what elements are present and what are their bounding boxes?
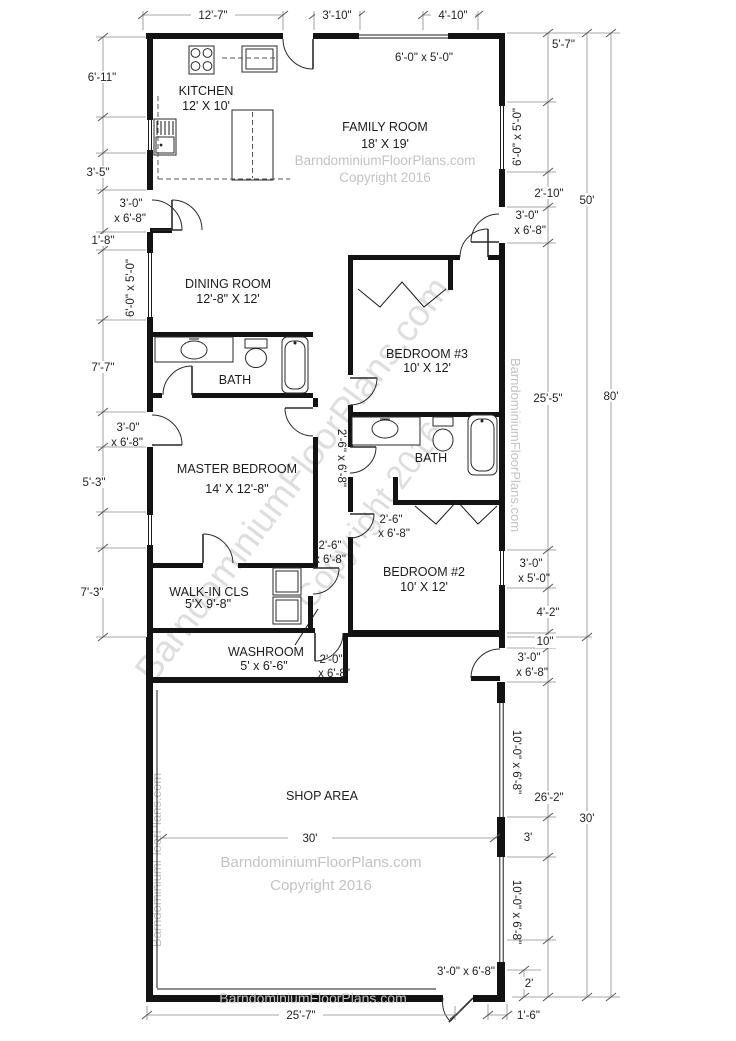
watermark-bottom-wall: BarndominiumFloorPlans.com [219, 990, 407, 1006]
dim-bottom-1-6: 1'-6" [517, 1010, 540, 1022]
stove-icon [188, 45, 215, 75]
dim-top-4-10: 4'-10" [438, 10, 467, 22]
fixtures [153, 45, 498, 646]
door-label-shop-l2: x 6'-8" [516, 667, 548, 679]
dim-right-3ft: 3' [524, 832, 533, 844]
dim-bottom-25-7: 25'-7" [286, 1010, 315, 1022]
room-washroom-size: 5' x 6'-6" [240, 659, 287, 673]
room-closet-name: WALK-IN CLS [169, 585, 248, 599]
washroom-leader-line [294, 608, 319, 646]
dim-left-7-3: 7'-3" [81, 587, 104, 599]
room-bath2-name: BATH [415, 451, 447, 465]
room-closet-size: 5'X 9'-8" [185, 597, 231, 611]
dim-left-5-3: 5'-3" [83, 477, 106, 489]
door-label-closet-l1: 2'-6" [319, 540, 342, 552]
door-label-bottom: 3'-0" x 6'-8" [437, 966, 495, 978]
bath1-tub-icon [281, 336, 309, 394]
room-family-size: 18' X 19' [361, 137, 409, 151]
doors [151, 38, 501, 1023]
dim-right-5-7: 5'-7" [552, 39, 575, 51]
door-label-shop-l1: 3'-0" [518, 652, 541, 664]
opening-labels: 6'-0" x 5'-0" 6'-0" x 5'-0" 6'-0" x 5'-0… [111, 52, 550, 978]
bath2-toilet-icon [432, 416, 454, 452]
dim-right-2ft: 2' [525, 978, 534, 990]
window-label-shop-upper: 10'-0" x 6'-8" [510, 730, 522, 794]
label-backgrounds [75, 9, 623, 1021]
door-label-family-l2: x 6'-8" [514, 225, 546, 237]
room-family-name: FAMILY ROOM [342, 120, 428, 134]
window-label-top: 6'-0" x 5'-0" [395, 52, 453, 64]
room-dining-size: 12'-8" X 12' [196, 292, 259, 306]
room-master-size: 14' X 12'-8" [205, 482, 268, 496]
room-bedroom2-size: 10' X 12' [400, 580, 448, 594]
door-label-bedroom2-l2: x 6'-8" [378, 528, 410, 540]
window-label-bedroom2-l2: x 5'-0" [518, 573, 550, 585]
room-bedroom2-name: BEDROOM #2 [383, 565, 465, 579]
watermark-right-vertical: BarndominiumFloorPlans.com [508, 358, 523, 532]
watermark-shop-line1: BarndominiumFloorPlans.com [221, 854, 422, 871]
bath1-sink-icon [154, 336, 234, 363]
dim-left-6-11: 6'-11" [88, 72, 116, 84]
door-label-bedroom2-l1: 2'-6" [380, 514, 403, 526]
kitchen-island [231, 109, 274, 181]
washer-dryer-icon [272, 567, 302, 625]
dim-left-3-5: 3'-5" [87, 167, 110, 179]
room-shop-name: SHOP AREA [286, 789, 359, 803]
window-label-right: 6'-0" x 5'-0" [512, 108, 524, 166]
walls [146, 33, 505, 1002]
dim-top-12-7: 12'-7" [198, 10, 227, 22]
door-label-washroom-l1: 2'-0" [320, 654, 343, 666]
room-bedroom3-name: BEDROOM #3 [386, 347, 468, 361]
door-label-left-kitchen-l2: x 6'-8" [114, 213, 146, 225]
dim-right-4-2: 4'-2" [537, 607, 560, 619]
bath2-sink-icon [351, 416, 421, 446]
watermark-family-room-line2: Copyright 2016 [339, 170, 431, 185]
window-label-shop-lower: 10'-0" x 6'-8" [510, 880, 522, 944]
room-kitchen-name: KITCHEN [179, 84, 234, 98]
dim-right-10in: 10" [537, 636, 554, 648]
door-label-hall-vertical: 2'-6" x 6'-8" [335, 429, 347, 487]
window-label-bedroom2-l1: 3'-0" [520, 558, 543, 570]
door-label-closet-l2: x 6'-8" [314, 554, 346, 566]
dim-right-50ft: 50' [580, 195, 595, 207]
dim-right-25-5: 25'-5" [533, 393, 562, 405]
room-labels: KITCHEN 12' X 10' FAMILY ROOM 18' X 19' … [169, 84, 468, 803]
dim-right-26-2: 26'-2" [534, 792, 563, 804]
fridge-icon [153, 118, 177, 156]
dim-right-30ft: 30' [580, 813, 595, 825]
watermark-family-room-line1: BarndominiumFloorPlans.com [295, 153, 476, 168]
room-dining-name: DINING ROOM [185, 277, 271, 291]
door-label-washroom-l2: x 6'-8" [318, 668, 350, 680]
door-label-family-l1: 3'-0" [516, 210, 539, 222]
room-bath1-name: BATH [219, 373, 251, 387]
room-master-name: MASTER BEDROOM [177, 462, 297, 476]
windows [148, 34, 504, 990]
door-label-left-kitchen-l1: 3'-0" [120, 198, 143, 210]
dim-shop-width: 30' [303, 833, 318, 845]
dimension-labels: 12'-7" 3'-10" 4'-10" 6'-11" 3'-5" 1'-8" … [81, 10, 619, 1022]
window-label-left: 6'-0" x 5'-0" [125, 259, 137, 317]
room-washroom-name: WASHROOM [228, 645, 304, 659]
dim-right-80ft: 80' [604, 391, 619, 403]
bath1-toilet-icon [244, 338, 268, 368]
dim-left-1-8: 1'-8" [92, 235, 115, 247]
dim-top-3-10: 3'-10" [322, 10, 351, 22]
dim-right-2-10: 2'-10" [534, 188, 563, 200]
room-bedroom3-size: 10' X 12' [403, 361, 451, 375]
kitchen-sink-icon [241, 45, 278, 73]
dim-left-7-7: 7'-7" [92, 362, 115, 374]
bath2-tub-icon [467, 414, 498, 476]
door-label-left-master-l1: 3'-0" [117, 422, 140, 434]
watermark-shop-line2: Copyright 2016 [270, 877, 372, 894]
room-kitchen-size: 12' X 10' [182, 99, 230, 113]
door-label-left-master-l2: x 6'-8" [111, 437, 143, 449]
